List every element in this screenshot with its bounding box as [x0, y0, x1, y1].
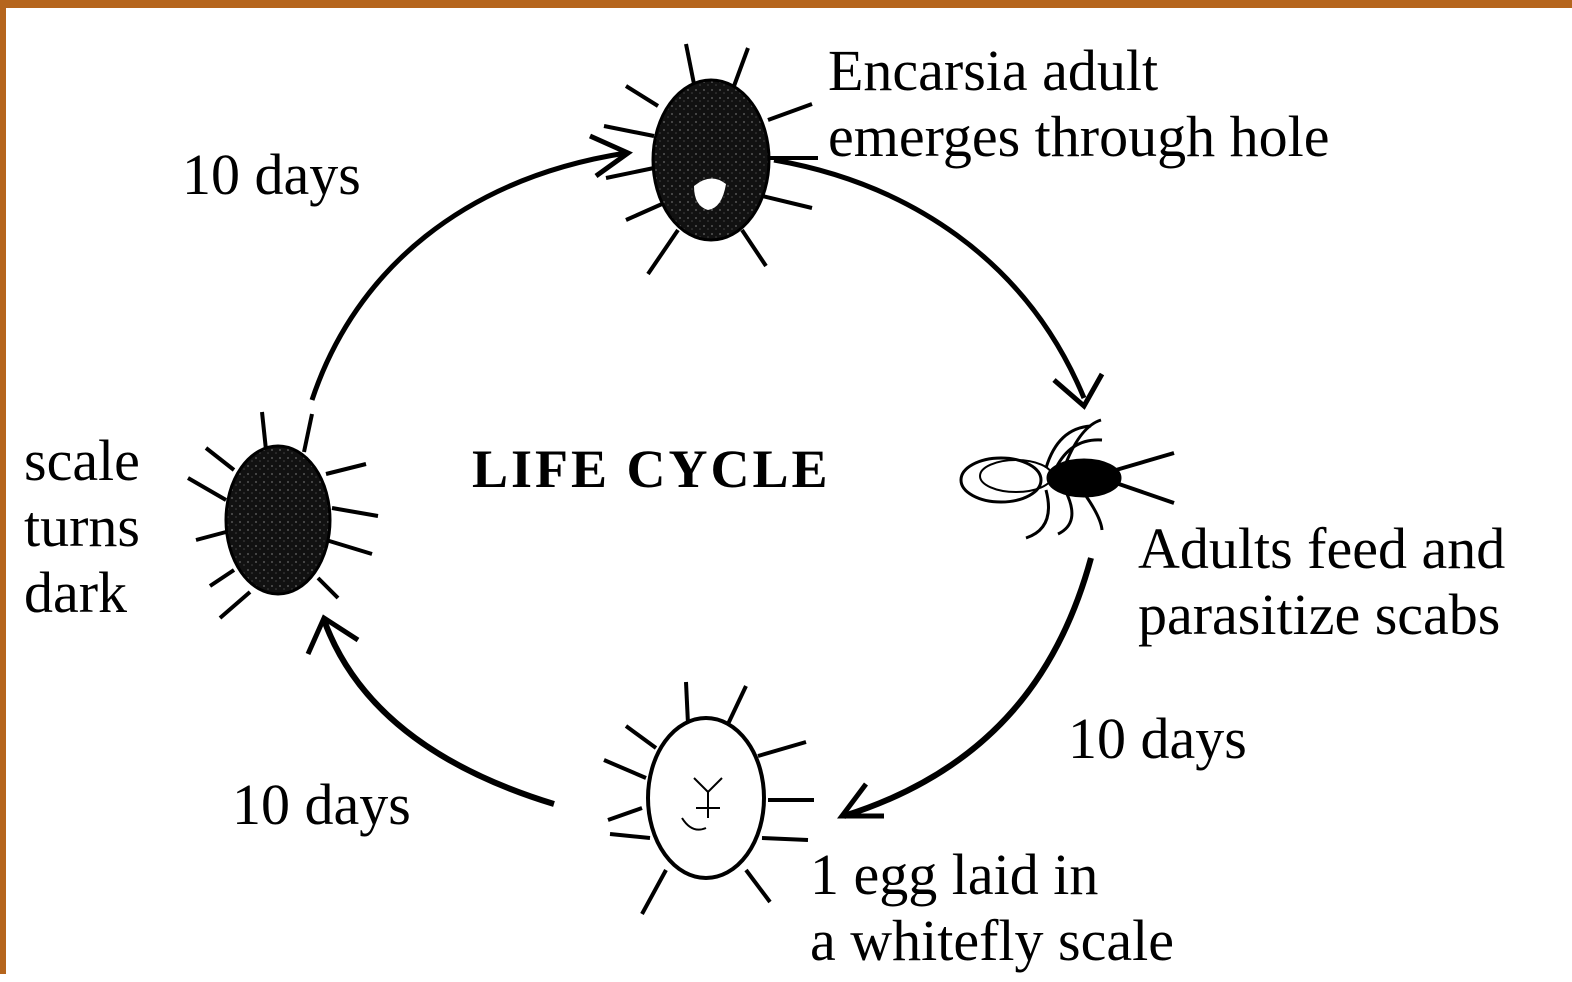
- stage-label-line: Encarsia adult: [828, 38, 1329, 104]
- center-title: LIFE CYCLE: [472, 438, 831, 500]
- arrow-top-right: [774, 160, 1084, 398]
- stage-label-adults-feed: Adults feed and parasitize scabs: [1138, 516, 1505, 648]
- stage-label-line: parasitize scabs: [1138, 582, 1505, 648]
- stage-label-line: dark: [24, 560, 140, 626]
- stage-label-egg-laid: 1 egg laid in a whitefly scale: [810, 842, 1174, 974]
- duration-label-right: 10 days: [1068, 706, 1247, 772]
- stage-label-scale-dark: scale turns dark: [24, 428, 140, 626]
- whitefly-scale-egg-icon: [604, 682, 814, 914]
- stage-label-line: turns: [24, 494, 140, 560]
- stage-label-line: scale: [24, 428, 140, 494]
- stage-label-line: Adults feed and: [1138, 516, 1505, 582]
- duration-label-bottom-left: 10 days: [232, 772, 411, 838]
- stage-label-adult-emerges: Encarsia adult emerges through hole: [828, 38, 1329, 170]
- emerged-scale-icon: [604, 44, 818, 274]
- stage-label-line: 1 egg laid in: [810, 842, 1174, 908]
- arrow-right-bottom: [844, 558, 1091, 816]
- stage-label-line: a whitefly scale: [810, 908, 1174, 974]
- duration-label-top-left: 10 days: [182, 142, 361, 208]
- stage-label-line: emerges through hole: [828, 104, 1329, 170]
- dark-scale-icon: [188, 412, 378, 618]
